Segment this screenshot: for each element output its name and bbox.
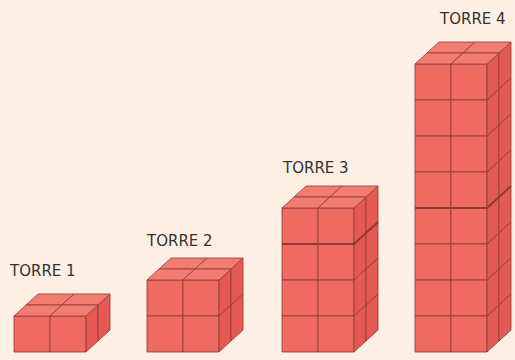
cube-front-face	[415, 244, 451, 280]
cube-front-face	[318, 244, 354, 280]
cube-front-face	[282, 208, 318, 244]
cube-side-face	[219, 305, 231, 352]
cube-front-face	[415, 64, 451, 100]
cube-front-face	[451, 64, 487, 100]
cube-side-face	[366, 294, 378, 341]
cube-front-face	[14, 316, 50, 352]
cube-front-face	[415, 100, 451, 136]
block-seam	[415, 186, 511, 208]
cube-front-face	[451, 316, 487, 352]
cube-top-face	[451, 53, 499, 64]
cube-top-face	[183, 269, 231, 280]
cube-side-face	[499, 294, 511, 341]
cube-front-face	[415, 280, 451, 316]
cube-front-face	[318, 316, 354, 352]
cube-tower	[14, 294, 110, 352]
cube-front-face	[282, 316, 318, 352]
cube-side-face	[354, 305, 366, 352]
cube-front-face	[183, 316, 219, 352]
cube-side-face	[487, 305, 499, 352]
cube-front-face	[318, 280, 354, 316]
cube-front-face	[318, 208, 354, 244]
cube-front-face	[415, 136, 451, 172]
cube-side-face	[231, 294, 243, 341]
cube-front-face	[451, 208, 487, 244]
cube-front-face	[282, 244, 318, 280]
cube-top-face	[330, 186, 378, 197]
cube-front-face	[50, 316, 86, 352]
cube-top-face	[195, 258, 243, 269]
cube-front-face	[451, 280, 487, 316]
cube-front-face	[147, 316, 183, 352]
cube-front-face	[451, 136, 487, 172]
tower-label: TORRE 3	[283, 159, 349, 177]
cube-front-face	[451, 172, 487, 208]
cube-front-face	[147, 280, 183, 316]
cube-tower	[147, 258, 243, 352]
cube-front-face	[282, 280, 318, 316]
cube-front-face	[451, 100, 487, 136]
tower-label: TORRE 2	[147, 232, 213, 250]
block-seam	[282, 222, 378, 244]
cube-tower	[282, 186, 378, 352]
cube-top-face	[50, 305, 98, 316]
cube-front-face	[415, 316, 451, 352]
cube-front-face	[415, 208, 451, 244]
tower-label: TORRE 4	[440, 10, 506, 28]
cube-front-face	[183, 280, 219, 316]
tower-label: TORRE 1	[10, 262, 76, 280]
cube-top-face	[318, 197, 366, 208]
cube-top-face	[62, 294, 110, 305]
cube-front-face	[451, 244, 487, 280]
cube-top-face	[463, 42, 511, 53]
cube-tower	[415, 42, 511, 352]
cube-front-face	[415, 172, 451, 208]
